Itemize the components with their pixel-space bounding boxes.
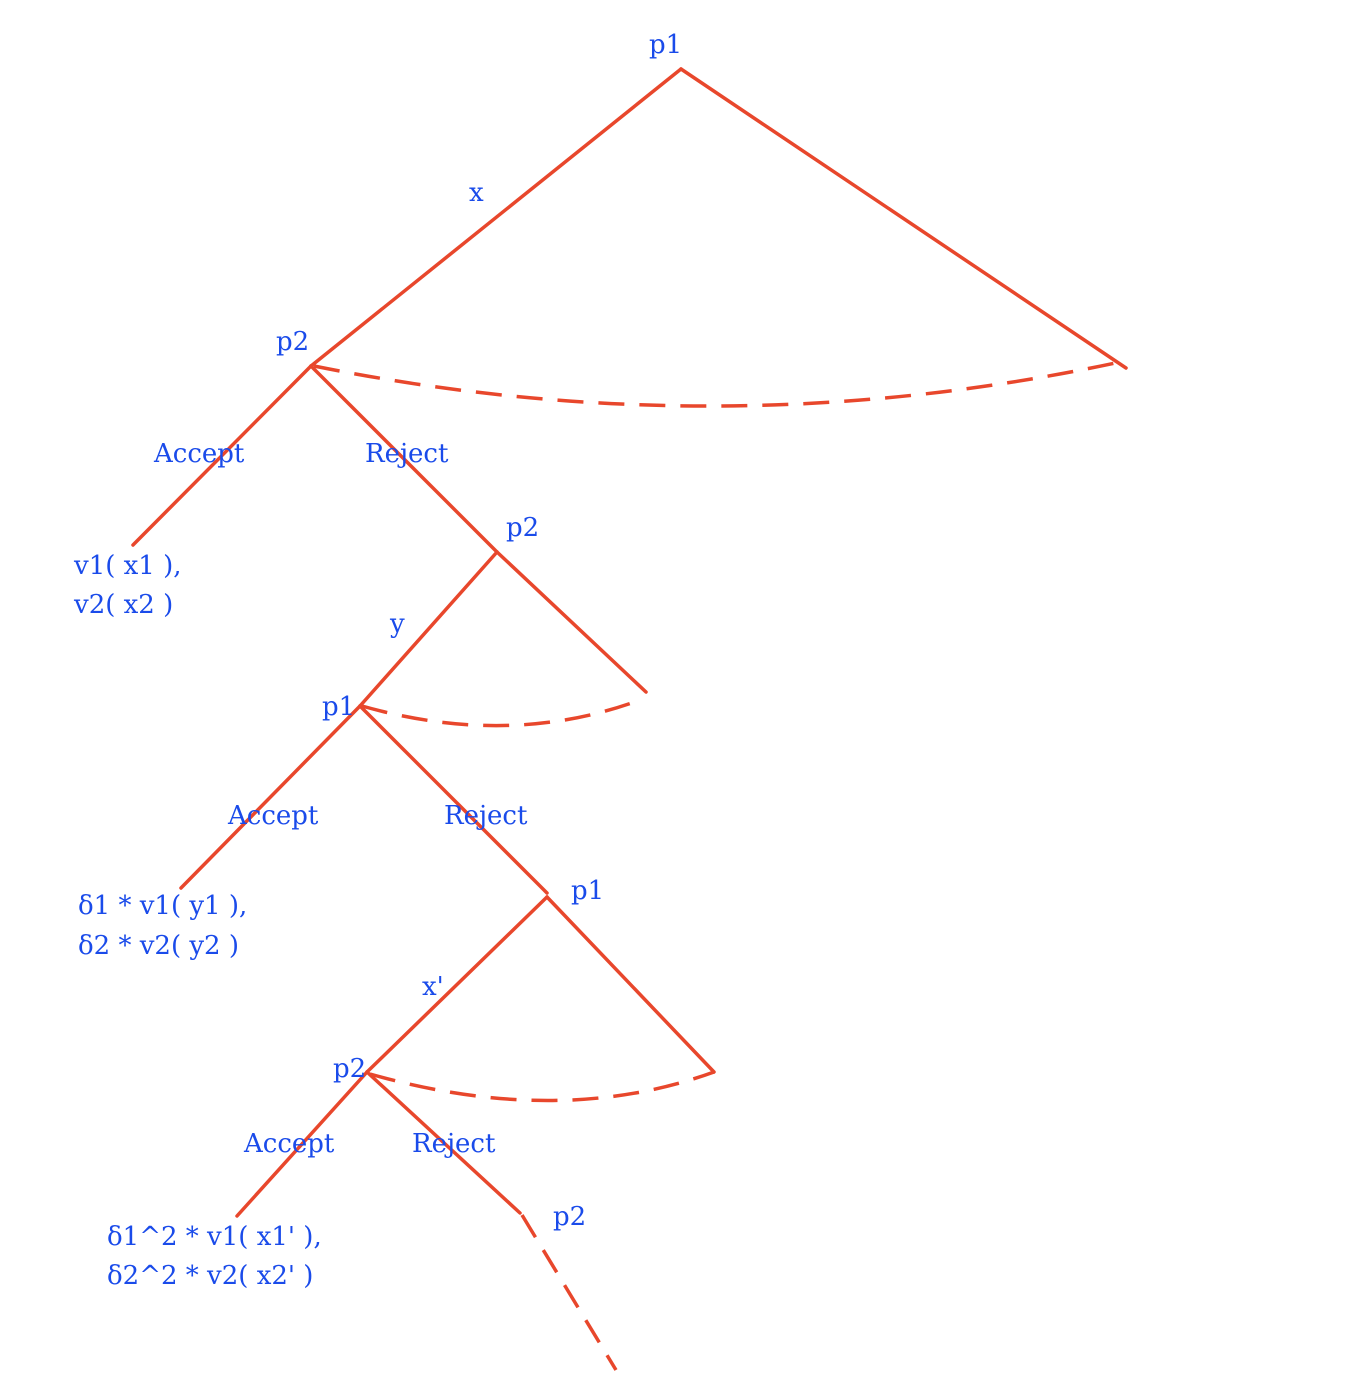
edge-label-reject-1: Reject	[365, 439, 449, 469]
edge-label-accept-3: Accept	[243, 1129, 335, 1159]
payoff-1-line-1: v1( x1 ),	[73, 551, 182, 581]
edge-label-offer-y: y	[389, 609, 405, 639]
edge-n4-right	[545, 895, 716, 1074]
edge-accept-2	[179, 704, 362, 890]
edge-label-reject-2: Reject	[444, 801, 528, 831]
node-label-n2: p2	[506, 513, 539, 543]
info-set-arc-2	[361, 698, 641, 728]
edge-label-offer-x-prime: x'	[422, 972, 444, 1002]
info-set-arc-3	[369, 1070, 715, 1103]
edge-label-reject-3: Reject	[412, 1129, 496, 1159]
payoff-1-line-2: v2( x2 )	[73, 590, 173, 620]
edge-reject-2	[358, 704, 549, 895]
payoff-2-line-2: δ2 * v2( y2 )	[78, 931, 239, 961]
payoff-2-line-1: δ1 * v1( y1 ),	[78, 891, 247, 921]
edge-offer-x-prime	[365, 895, 549, 1074]
edge-continuation	[520, 1214, 618, 1371]
edge-label-accept-1: Accept	[153, 439, 245, 469]
node-label-n1: p2	[276, 327, 309, 357]
node-label-n6: p2	[553, 1202, 586, 1232]
edge-n2-right	[495, 550, 648, 694]
node-label-n5: p2	[333, 1054, 366, 1084]
payoff-3-line-2: δ2^2 * v2( x2' )	[107, 1261, 313, 1291]
node-label-root: p1	[649, 30, 682, 60]
edge-offer-y	[358, 550, 499, 708]
node-label-n4: p1	[571, 876, 604, 906]
edge-offer-x	[309, 67, 683, 368]
edge-label-offer-x: x	[469, 178, 484, 208]
edge-accept-3	[235, 1070, 369, 1218]
info-set-arc-1	[313, 360, 1121, 408]
edge-reject-1	[309, 364, 499, 554]
edge-label-accept-2: Accept	[227, 801, 319, 831]
edge-reject-3	[365, 1070, 522, 1215]
node-label-n3: p1	[322, 692, 355, 722]
payoff-3-line-1: δ1^2 * v1( x1' ),	[107, 1222, 322, 1252]
edge-root-right	[679, 67, 1128, 370]
edge-accept-1	[131, 364, 313, 547]
